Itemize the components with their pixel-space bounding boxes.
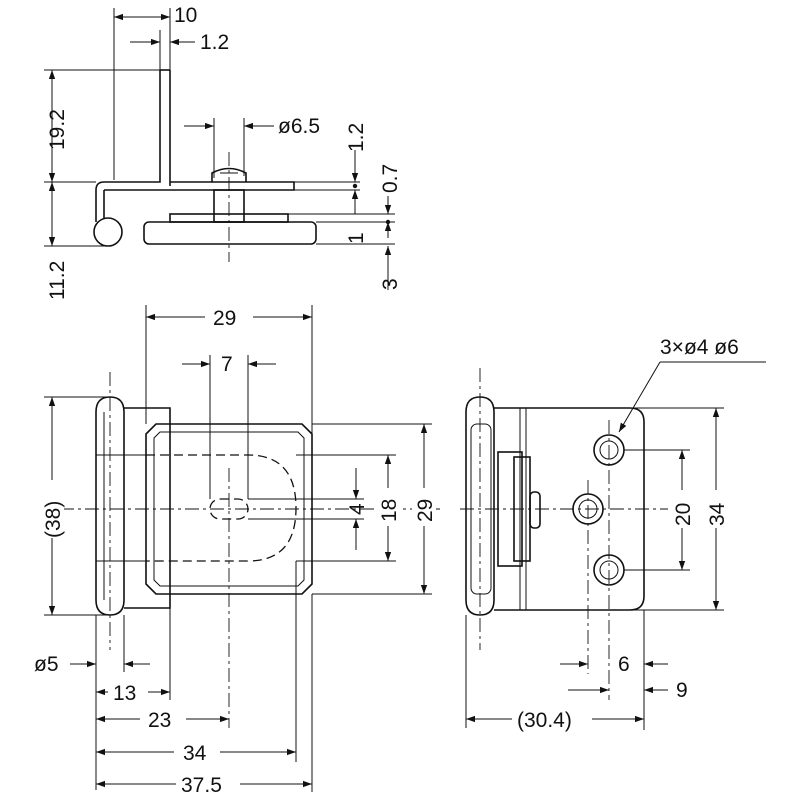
dim-38: (38) bbox=[42, 501, 65, 538]
dim-9: 9 bbox=[676, 679, 688, 702]
dim-37-5: 37.5 bbox=[181, 774, 222, 797]
dim-29-height: 29 bbox=[414, 499, 437, 522]
dim-34-front: 34 bbox=[183, 742, 207, 765]
dim-3: 3 bbox=[379, 278, 402, 290]
dim-30-4: (30.4) bbox=[517, 709, 572, 732]
dim-13: 13 bbox=[113, 682, 136, 705]
dim-23: 23 bbox=[148, 709, 171, 732]
dim-10: 10 bbox=[174, 4, 197, 27]
top-view: 10 1.2 19.2 11.2 ø6.5 1.2 0.7 bbox=[44, 4, 402, 300]
dim-34-side: 34 bbox=[706, 502, 729, 526]
dim-29-width: 29 bbox=[213, 307, 236, 330]
dim-20: 20 bbox=[672, 503, 695, 526]
dim-dia-5: ø5 bbox=[34, 653, 59, 676]
side-view: 3×ø4 ø6 20 34 6 9 (30.4) bbox=[460, 336, 766, 732]
dim-dia-6-5: ø6.5 bbox=[278, 115, 320, 138]
dim-7: 7 bbox=[221, 353, 233, 376]
dim-6: 6 bbox=[618, 653, 630, 676]
dim-1-2-top: 1.2 bbox=[200, 31, 229, 54]
dim-0-7: 0.7 bbox=[379, 164, 402, 193]
dim-4: 4 bbox=[346, 503, 369, 515]
dim-18: 18 bbox=[378, 499, 401, 522]
dim-11-2: 11.2 bbox=[46, 261, 69, 300]
dim-1: 1 bbox=[345, 232, 368, 244]
dim-19-2: 19.2 bbox=[46, 109, 69, 150]
dim-1-2-right: 1.2 bbox=[345, 123, 368, 152]
dim-holes: 3×ø4 ø6 bbox=[660, 336, 739, 359]
front-view: 29 7 (38) 4 18 29 ø5 bbox=[34, 302, 440, 797]
